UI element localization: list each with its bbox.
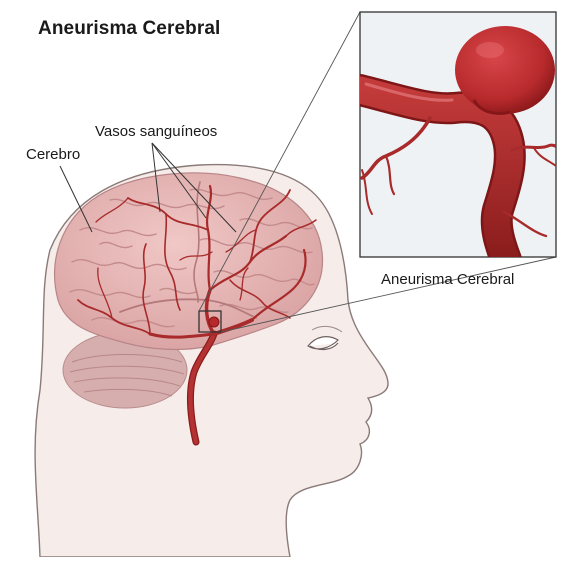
label-aneurisma-cerebral: Aneurisma Cerebral xyxy=(381,271,514,288)
label-vasos-sanguineos: Vasos sanguíneos xyxy=(95,123,217,140)
aneurysm-inset xyxy=(360,12,558,260)
label-cerebro: Cerebro xyxy=(26,146,80,163)
page-title: Aneurisma Cerebral xyxy=(38,18,220,40)
